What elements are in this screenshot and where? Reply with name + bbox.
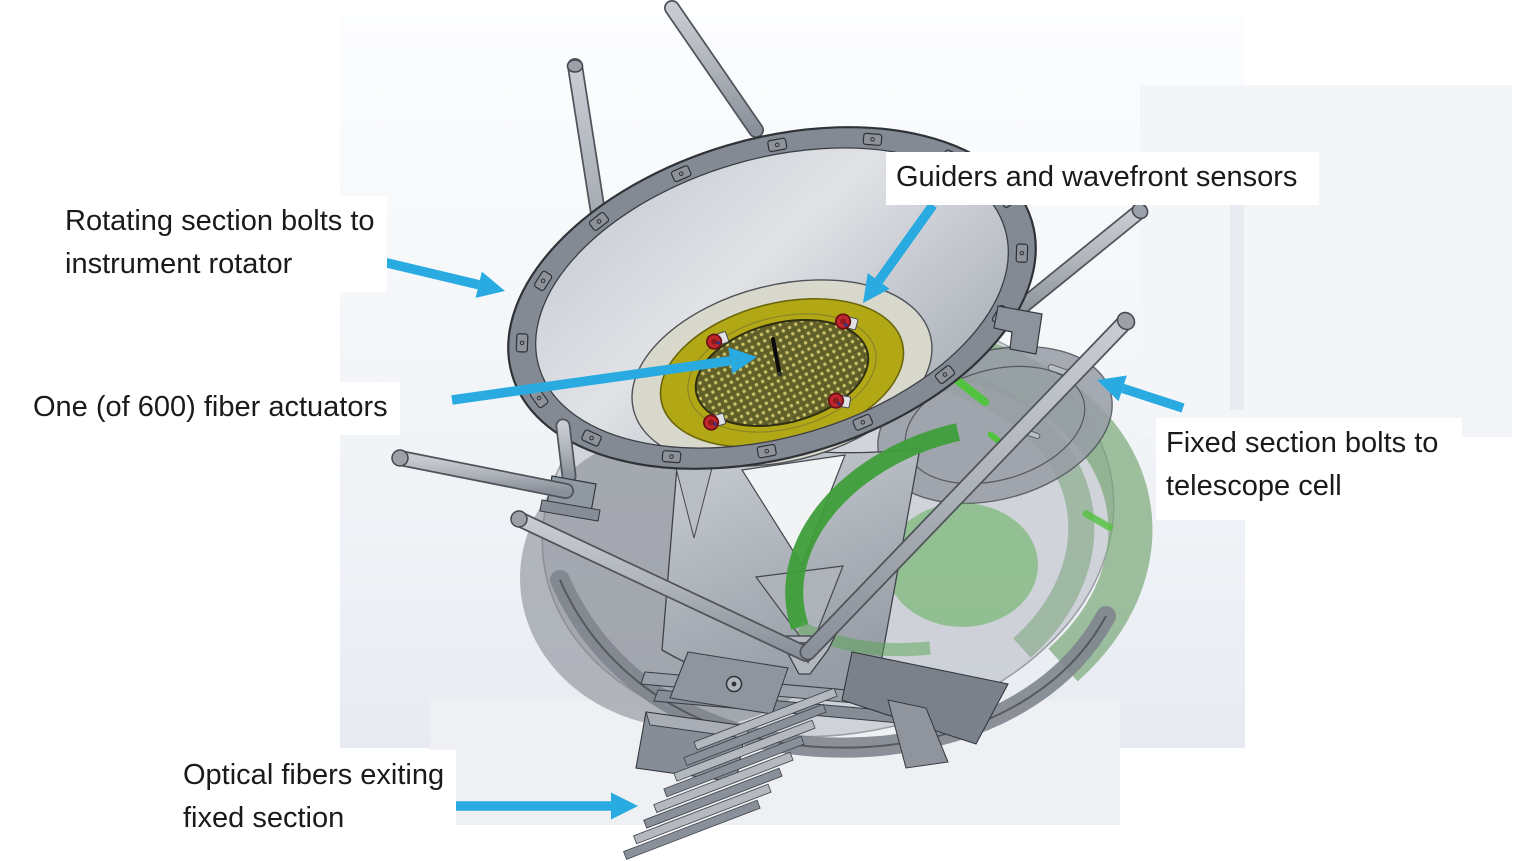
- support-struts-front: [391, 305, 1136, 662]
- label-line: One (of 600) fiber actuators: [33, 391, 388, 423]
- flange-bolt-pad: [581, 429, 602, 447]
- label-guiders: Guiders and wavefront sensors: [886, 152, 1320, 205]
- guider-sensor-icon: [834, 313, 859, 331]
- drum-bottom-edge: [559, 579, 1107, 749]
- label-fixed-section: Fixed section bolts to telescope cell: [1156, 418, 1463, 520]
- strut-bracket-foot: [539, 499, 601, 522]
- strut-end-cap: [510, 510, 528, 528]
- label-optical-fibers: Optical fibers exiting fixed section: [173, 750, 457, 846]
- flange-bolt-pad: [934, 365, 956, 385]
- flange-bolt-pad: [767, 137, 788, 153]
- guider-sensor-icon: [827, 392, 852, 409]
- guider-sensor-icon: [706, 331, 730, 350]
- guider-sensor-icon: [702, 412, 727, 431]
- flange-bolt-pad: [588, 211, 610, 231]
- strut-rod: [512, 512, 813, 661]
- background-panel: [1140, 85, 1512, 437]
- guider-sensor-units: [702, 313, 859, 431]
- ramp-tread: [683, 703, 827, 767]
- flange-bolt-pad: [1015, 243, 1029, 263]
- strut-end-cap: [566, 59, 584, 73]
- green-core: [886, 503, 1038, 627]
- label-line: telescope cell: [1166, 470, 1342, 502]
- ramp-tread: [643, 767, 783, 829]
- ramp-tread: [693, 687, 838, 751]
- ramp-tread: [653, 751, 794, 813]
- flange-bolt-pad: [661, 450, 682, 464]
- mount-leg: [887, 699, 949, 769]
- label-line: fixed section: [183, 802, 345, 834]
- fiber-cable-ramp: [623, 687, 838, 860]
- ramp-tread: [623, 799, 761, 860]
- ramp-tread: [673, 719, 816, 782]
- label-rotating-section: Rotating section bolts to instrument rot…: [55, 196, 387, 292]
- flange-bolt-pad: [670, 165, 692, 183]
- flange-bolt-pad: [515, 333, 529, 353]
- background-panel: [1230, 195, 1244, 410]
- ramp-tread: [663, 735, 805, 798]
- ramp-tread: [633, 783, 772, 845]
- strut-end-cap: [391, 449, 409, 467]
- flange-bolt-pad: [756, 443, 777, 459]
- mount-wedge: [841, 651, 1009, 745]
- strut-rod: [1001, 204, 1147, 325]
- mount-bolt-center: [731, 681, 737, 687]
- strut-bracket: [993, 305, 1043, 355]
- flange-bolt-pad: [852, 413, 874, 431]
- strut-post: [557, 420, 575, 482]
- flange-bolt-pad: [534, 270, 553, 292]
- green-highlight: [1082, 510, 1113, 531]
- green-highlight: [952, 375, 990, 407]
- strut-end-cap: [1116, 311, 1136, 331]
- label-line: Guiders and wavefront sensors: [896, 161, 1298, 193]
- label-line: Fixed section bolts to: [1166, 427, 1439, 459]
- label-line: instrument rotator: [65, 248, 293, 280]
- strut-end-cap: [1131, 202, 1149, 220]
- strut-rod: [665, 1, 763, 137]
- fiber-actuator-needle: [771, 337, 783, 377]
- strut-rod: [393, 451, 573, 498]
- label-line: Optical fibers exiting: [183, 759, 445, 791]
- label-fiber-actuators: One (of 600) fiber actuators: [23, 382, 400, 435]
- flange-bolt-pad: [862, 132, 883, 146]
- label-line: Rotating section bolts to: [65, 205, 375, 237]
- strut-rod: [801, 314, 1133, 659]
